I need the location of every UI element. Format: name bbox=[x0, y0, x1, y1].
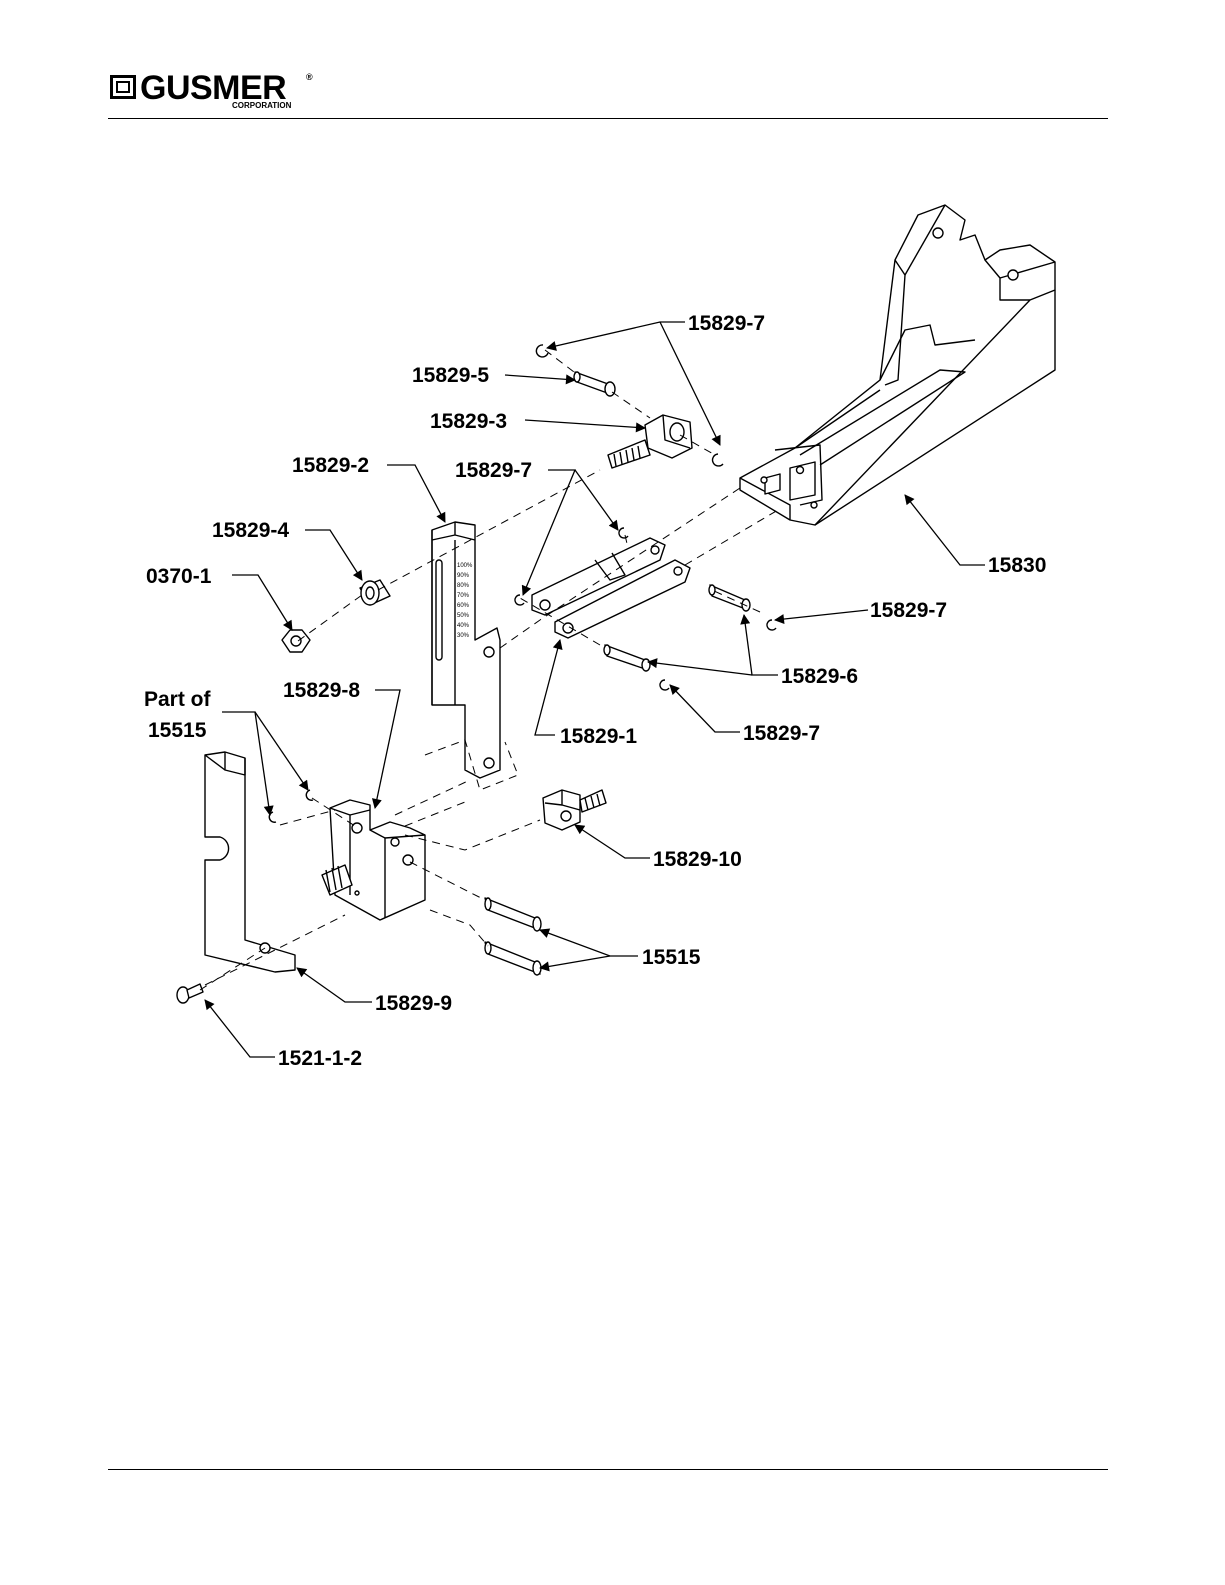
e-clip-mid-1 bbox=[619, 528, 628, 538]
scale-mark: 60% bbox=[457, 603, 470, 609]
label-15829-7-mid: 15829-7 bbox=[455, 459, 532, 482]
nut-0370-1 bbox=[282, 630, 310, 652]
bracket-15830 bbox=[740, 205, 1055, 525]
label-1521-1-2: 1521-1-2 bbox=[278, 1047, 362, 1070]
pin-15829-5 bbox=[574, 372, 615, 396]
scale-mark: 30% bbox=[457, 633, 470, 639]
screw-1521-1-2 bbox=[177, 984, 203, 1003]
label-15829-6: 15829-6 bbox=[781, 665, 858, 688]
pin-15515-b bbox=[485, 942, 541, 975]
plate-15829-9 bbox=[205, 752, 295, 972]
label-0370-1: 0370-1 bbox=[146, 565, 212, 588]
e-clip-top-2 bbox=[713, 454, 723, 466]
scale-mark: 50% bbox=[457, 613, 470, 619]
e-clip-lower bbox=[660, 680, 669, 690]
scale-mark: 80% bbox=[457, 583, 470, 589]
scale-bar-15829-2 bbox=[432, 522, 500, 778]
pin-15515-a bbox=[485, 898, 541, 931]
label-15829-2: 15829-2 bbox=[292, 454, 369, 477]
label-part-of-line1: Part of bbox=[144, 688, 212, 711]
label-15829-9: 15829-9 bbox=[375, 992, 452, 1015]
link-plates-15829-1 bbox=[532, 538, 690, 638]
scale-mark: 70% bbox=[457, 593, 470, 599]
label-15515: 15515 bbox=[642, 946, 701, 969]
clevis-15829-3 bbox=[608, 415, 692, 468]
label-15829-1: 15829-1 bbox=[560, 725, 637, 748]
spacer-15829-4 bbox=[360, 580, 390, 605]
label-15829-7-right: 15829-7 bbox=[870, 599, 947, 622]
clip-left-2 bbox=[306, 790, 313, 800]
label-15829-7-top: 15829-7 bbox=[688, 312, 765, 335]
label-15829-3: 15829-3 bbox=[430, 410, 507, 433]
label-15829-4: 15829-4 bbox=[212, 519, 289, 542]
label-part-of-line2: 15515 bbox=[148, 719, 207, 742]
label-15829-5: 15829-5 bbox=[412, 364, 489, 387]
block-15829-8 bbox=[322, 800, 425, 920]
scale-mark: 90% bbox=[457, 573, 470, 579]
clevis-15829-10 bbox=[543, 790, 606, 830]
label-15830: 15830 bbox=[988, 554, 1046, 577]
e-clip-right bbox=[767, 620, 776, 630]
label-15829-7-lower: 15829-7 bbox=[743, 722, 820, 745]
label-15829-8: 15829-8 bbox=[283, 679, 360, 702]
pin-15829-6-b bbox=[604, 645, 650, 671]
scale-mark: 40% bbox=[457, 623, 470, 629]
scale-mark: 100% bbox=[457, 563, 473, 569]
label-15829-10: 15829-10 bbox=[653, 848, 742, 871]
